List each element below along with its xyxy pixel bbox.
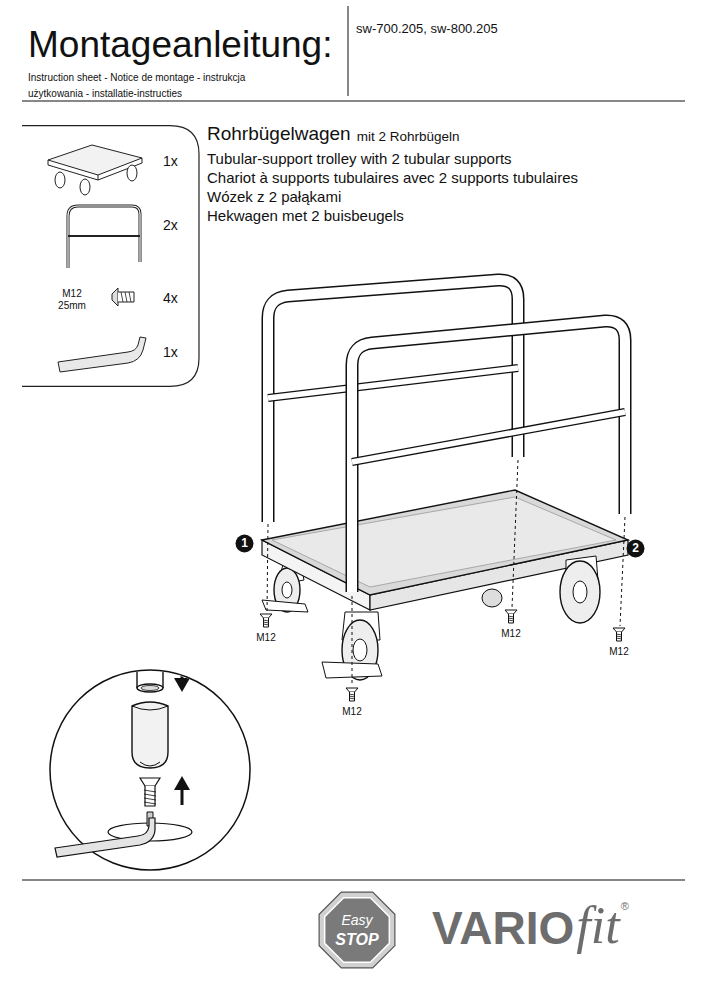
parts-icons: [48, 145, 146, 372]
brand-badge-text: STOP: [335, 931, 378, 949]
trolley-drawing-part: [268, 368, 518, 398]
trolley-drawing: [260, 280, 628, 701]
detail-view-part-part: [140, 778, 160, 786]
trolley-drawing-part: [346, 688, 358, 701]
trolley-drawing-part: [282, 582, 292, 598]
article-number: sw-700.205, sw-800.205: [356, 22, 498, 37]
callout-circle: [627, 540, 645, 558]
parts-list: 1x 2xM12 25mm 4x 1x: [22, 125, 200, 387]
parts-icons-part: [68, 235, 140, 237]
detail-view-part-part: [137, 684, 163, 692]
trolley-drawing-part: [268, 280, 518, 522]
badge-face: [325, 898, 390, 963]
parts-list-text: 2x: [163, 217, 178, 233]
parts-icons-part: [58, 337, 146, 372]
callout-number-text: 2: [632, 542, 639, 556]
detail-view-part-part: [181, 657, 184, 680]
brand-mark: ®: [621, 900, 629, 913]
screw-label: M12: [256, 632, 275, 644]
brand-badge-text: Easy: [341, 912, 372, 928]
header-rules: [22, 6, 685, 101]
brand-logo: fit: [576, 896, 619, 956]
product-name-en: Tubular-support trolley with 2 tubular s…: [207, 150, 512, 167]
product-suffix: mit 2 Rohrbügeln: [357, 129, 460, 145]
trolley-drawing-part: [262, 600, 308, 612]
detail-view-part-part: [174, 776, 190, 790]
parts-icons-part: [121, 292, 131, 302]
detail-view-part-part: [181, 788, 184, 805]
callout-number-text: 1: [241, 537, 248, 551]
trolley-drawing-part: [352, 321, 625, 592]
trolley-drawing-part: [268, 280, 518, 522]
detail-view-part-part: [144, 790, 156, 804]
product-name-nl: Hekwagen met 2 buisbeugels: [207, 207, 404, 224]
product-name-fr: Chariot à supports tubulaires avec 2 sup…: [207, 169, 578, 186]
parts-icons-part: [55, 172, 65, 188]
brand-badge: EasySTOP: [315, 888, 399, 972]
sheet-title: Montageanleitung:: [28, 24, 332, 67]
screw-label: M12: [342, 706, 361, 718]
detail-view-part-part: [140, 762, 160, 766]
detail-view-part-part: [141, 686, 159, 691]
callout-number: 1: [235, 534, 254, 553]
trolley-drawing-part: [573, 581, 587, 603]
parts-icons-part: [68, 206, 140, 268]
trolley-drawing-part: [352, 321, 625, 592]
trolley-drawing-part-part: [352, 596, 353, 686]
trolley-drawing-part: [505, 610, 517, 623]
trolley-drawing-part: [482, 589, 502, 607]
footer-rule: [22, 880, 685, 881]
detail-view-part: [50, 670, 250, 870]
badge-ring: [319, 892, 395, 968]
trolley-drawing-part: [352, 412, 625, 462]
brand-logo: VARIO: [432, 902, 574, 955]
trolley-drawing-part: [613, 628, 625, 641]
parts-icons-part: [118, 292, 134, 302]
trolley-drawing-part: [268, 368, 518, 398]
parts-icons-part: [112, 288, 118, 306]
detail-view-part-part: [132, 702, 168, 768]
trolley-drawing-part: [260, 614, 272, 627]
detail-view-part: [108, 657, 192, 841]
detail-view-part-part: [132, 706, 168, 710]
product-name: Rohrbügelwagen: [207, 123, 351, 145]
callout-number: 2: [626, 539, 645, 558]
header-rules-part: [22, 100, 685, 101]
brand-badge-outline: [315, 888, 399, 972]
trolley-drawing-part-part: [512, 460, 518, 608]
parts-icons-part: [127, 165, 137, 181]
parts-list-text: 4x: [163, 290, 178, 306]
parts-list-text: 1x: [163, 344, 178, 360]
detail-view-part: [55, 818, 155, 857]
trolley-drawing-part: [353, 639, 367, 661]
parts-list-text: 1x: [163, 153, 178, 169]
parts-icons-part: [98, 175, 99, 180]
panel-border: [22, 126, 199, 387]
trolley-drawing-part: [560, 561, 600, 623]
header-rules-part: [348, 6, 349, 96]
parts-icons-part: [80, 179, 90, 195]
screw-label: M12: [501, 628, 520, 640]
sheet-subtitle: Instruction sheet - Notice de montage - …: [28, 70, 246, 101]
parts-list-text: M12 25mm: [54, 288, 90, 311]
trolley-drawing-part-part: [620, 517, 625, 626]
product-name-pl: Wózek z 2 pałąkami: [207, 188, 341, 205]
trolley-drawing-part: [352, 412, 625, 462]
trolley-drawing-part: [267, 460, 625, 686]
footer-rule-part: [22, 879, 685, 880]
detail-view: [50, 657, 250, 870]
screw-label: M12: [609, 646, 628, 658]
callout-circle: [236, 535, 254, 553]
detail-view-part-part: [174, 678, 190, 692]
detail-view-part-part: [145, 786, 155, 806]
parts-icons-part: [68, 206, 140, 268]
trolley-drawing-part-part: [267, 524, 268, 612]
